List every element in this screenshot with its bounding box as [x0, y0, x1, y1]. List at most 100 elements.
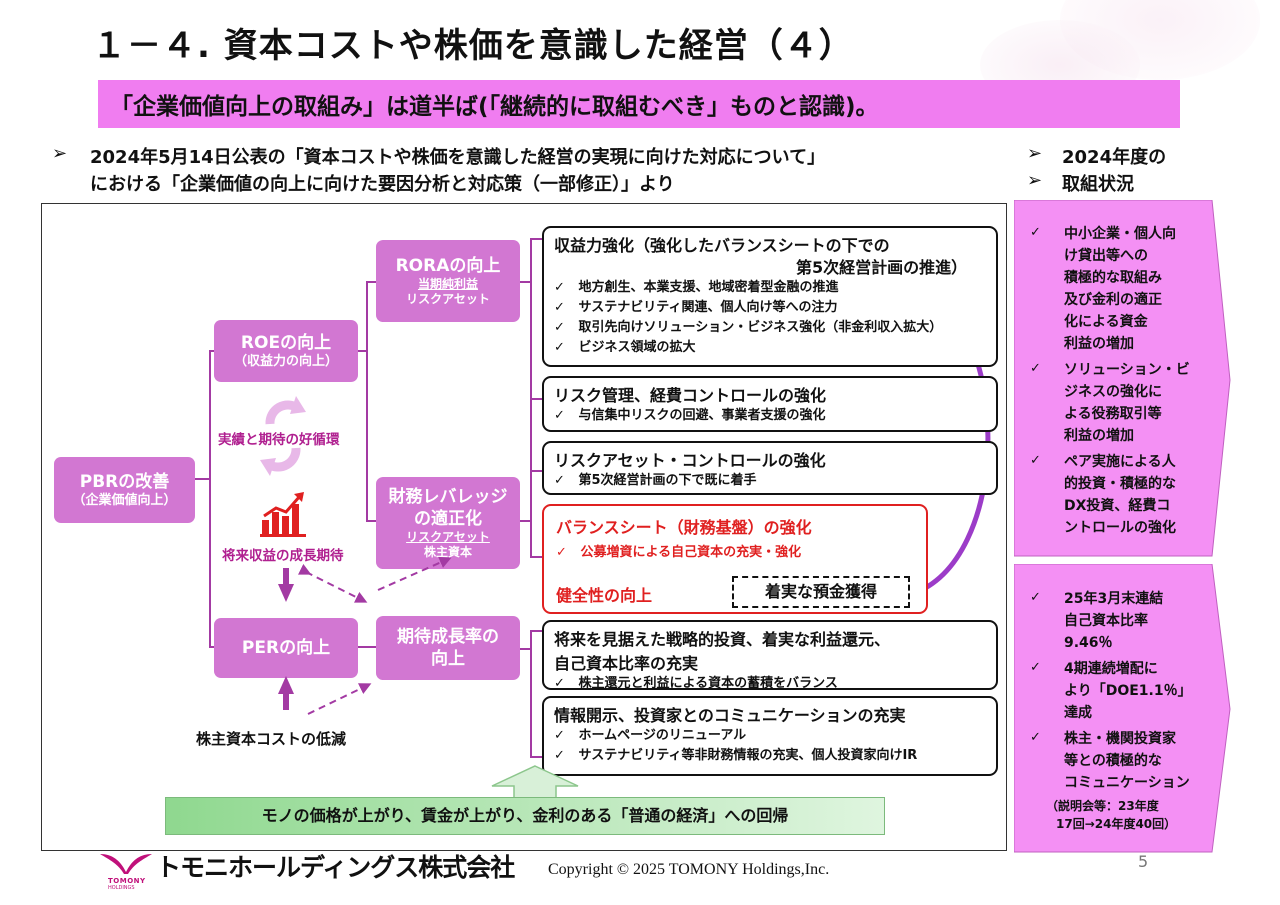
- status-item-line: 利益の増加: [1064, 428, 1134, 444]
- check-icon: ✓: [1030, 590, 1041, 605]
- status-item-line: 株主・機関投資家: [1064, 731, 1176, 747]
- rora-title: RORAの向上: [395, 255, 501, 276]
- status-item-line: け貸出等への: [1064, 248, 1148, 264]
- status-item-line: 達成: [1064, 705, 1092, 721]
- connector-line: [530, 398, 542, 400]
- connector-line: [530, 756, 542, 758]
- measure-item: サステナビリティ関連、個人向け等への注力: [578, 300, 838, 316]
- intro-line-1: 2024年5月14日公表の「資本コストや株価を意識した経営の実現に向けた対応につ…: [90, 147, 826, 168]
- leverage-numerator: リスクアセット: [406, 530, 490, 545]
- status-item-line: DX投資、経費コ: [1064, 498, 1171, 514]
- future-growth-label: 将来収益の成長期待: [222, 548, 344, 564]
- check-icon: ✓: [554, 748, 565, 764]
- measure-title: 自己資本比率の充実: [554, 654, 699, 673]
- measure-box-risk-asset: リスクアセット・コントロールの強化 ✓ 第5次経営計画の下で既に着手: [542, 441, 998, 495]
- leverage-box: 財務レバレッジ の適正化 リスクアセット 株主資本: [376, 477, 520, 569]
- check-icon: ✓: [554, 280, 565, 295]
- health-label: 健全性の向上: [556, 586, 653, 605]
- rora-box: RORAの向上 当期純利益 リスクアセット: [376, 240, 520, 322]
- measure-item: サステナビリティ等非財務情報の充実、個人投資家向けIR: [578, 748, 918, 764]
- status-item-line: 的投資・積極的な: [1064, 476, 1176, 492]
- status-item-line: 利益の増加: [1064, 336, 1134, 352]
- connector-line: [195, 478, 209, 480]
- measure-title: バランスシート（財務基盤）の強化: [556, 518, 812, 537]
- growth-box: 期待成長率の 向上: [376, 616, 520, 680]
- measure-title: 第5次経営計画の推進）: [796, 258, 968, 277]
- measure-item: ホームページのリニューアル: [578, 728, 747, 743]
- status-note-1: （説明会等：23年度: [1046, 799, 1159, 813]
- pbr-subtitle: （企業価値向上）: [72, 492, 177, 508]
- status-item-line: ジネスの強化に: [1064, 384, 1162, 400]
- status-item-line: 等との積極的な: [1064, 753, 1162, 769]
- connector-line: [530, 238, 542, 240]
- status-item-line: 25年3月末連結: [1064, 591, 1164, 607]
- measure-title: 将来を見据えた戦略的投資、着実な利益還元、: [554, 630, 891, 649]
- connector-line: [209, 350, 211, 648]
- measure-title: リスク管理、経費コントロールの強化: [554, 386, 827, 405]
- connector-line: [530, 630, 542, 632]
- measure-title: 情報開示、投資家とのコミュニケーションの充実: [554, 706, 906, 725]
- logo-text: TOMONY: [108, 877, 146, 885]
- connector-line: [366, 281, 368, 522]
- status-item-line: ソリューション・ビ: [1064, 362, 1190, 378]
- economy-banner-text: モノの価格が上がり、賃金が上がり、金利のある「普通の経済」への回帰: [261, 806, 789, 825]
- connector-line: [530, 630, 532, 758]
- bullet-arrow-icon: ➢: [1027, 143, 1043, 164]
- status-item-line: 積極的な取組み: [1064, 270, 1162, 286]
- measure-item: 株主還元と利益による資本の蓄積をバランス: [578, 676, 838, 691]
- status-item-line: ペア実施による人: [1064, 454, 1176, 470]
- connector-line: [366, 281, 376, 283]
- check-icon: ✓: [1030, 361, 1041, 376]
- pbr-box: PBRの改善 （企業価値向上）: [54, 457, 195, 523]
- headline-banner: [98, 80, 1180, 128]
- rora-numerator: 当期純利益: [417, 277, 478, 292]
- intro-line-2: における「企業価値の向上に向けた要因分析と対応策（一部修正）」より: [90, 174, 675, 195]
- measure-item: 公募増資による自己資本の充実・強化: [580, 545, 802, 560]
- connector-line: [209, 350, 214, 352]
- economy-banner: [165, 797, 885, 835]
- per-title: PERの向上: [241, 637, 331, 658]
- check-icon: ✓: [554, 300, 565, 316]
- check-icon: ✓: [554, 408, 565, 423]
- status-heading-line-1: 2024年度の: [1062, 147, 1167, 168]
- cost-reduction-label: 株主資本コストの低減: [196, 730, 347, 748]
- cycle-arrows-icon: [260, 396, 306, 476]
- per-box: PERの向上: [214, 618, 358, 678]
- connector-line: [358, 646, 376, 648]
- connector-line: [530, 470, 542, 472]
- measure-item: 取引先向けソリューション・ビジネス強化（非金利収入拡大）: [578, 320, 943, 336]
- status-panel-bottom-shape: [1014, 564, 1231, 853]
- company-name: トモニホールディングス株式会社: [156, 853, 515, 882]
- measure-title: リスクアセット・コントロールの強化: [554, 451, 826, 470]
- measure-item: 与信集中リスクの回避、事業者支援の強化: [578, 408, 826, 423]
- check-icon: ✓: [554, 320, 565, 336]
- cycle-label: 実績と期待の好循環: [218, 432, 340, 448]
- status-item-line: ントロールの強化: [1064, 520, 1176, 536]
- company-logo-icon: [100, 854, 152, 874]
- check-icon: ✓: [554, 340, 565, 356]
- logo-subtext: HOLDINGS: [108, 885, 135, 891]
- connector-line: [530, 556, 542, 558]
- copyright: Copyright © 2025 TOMONY Holdings,Inc.: [548, 861, 830, 878]
- pbr-title: PBRの改善: [79, 471, 170, 492]
- check-icon: ✓: [554, 676, 565, 691]
- check-icon: ✓: [554, 728, 565, 743]
- status-item-line: 化による資金: [1064, 314, 1148, 330]
- leverage-title-1: 財務レバレッジ: [388, 486, 508, 507]
- growth-title-1: 期待成長率の: [397, 626, 499, 647]
- measure-box-disclosure: 情報開示、投資家とのコミュニケーションの充実 ✓ ホームページのリニューアル ✓…: [542, 696, 998, 776]
- status-note-2: 17回→24年度40回）: [1056, 817, 1177, 831]
- measure-item: 地方創生、本業支援、地域密着型金融の推進: [578, 280, 839, 295]
- rora-denominator: リスクアセット: [406, 292, 490, 307]
- bullet-arrow-icon: ➢: [1027, 170, 1043, 191]
- status-item-line: 4期連続増配に: [1064, 661, 1158, 677]
- status-item-line: 9.46％: [1064, 635, 1113, 651]
- measure-box-profitability: 収益力強化（強化したバランスシートの下での 第5次経営計画の推進） ✓ 地方創生…: [542, 226, 998, 367]
- connector-line: [209, 646, 214, 648]
- check-icon: ✓: [1030, 453, 1041, 468]
- roe-box: ROEの向上 （収益力の向上）: [214, 320, 358, 382]
- check-icon: ✓: [554, 473, 565, 488]
- growth-title-2: 向上: [431, 649, 465, 669]
- connector-line: [520, 520, 532, 522]
- status-heading-line-2: 取組状況: [1062, 174, 1134, 195]
